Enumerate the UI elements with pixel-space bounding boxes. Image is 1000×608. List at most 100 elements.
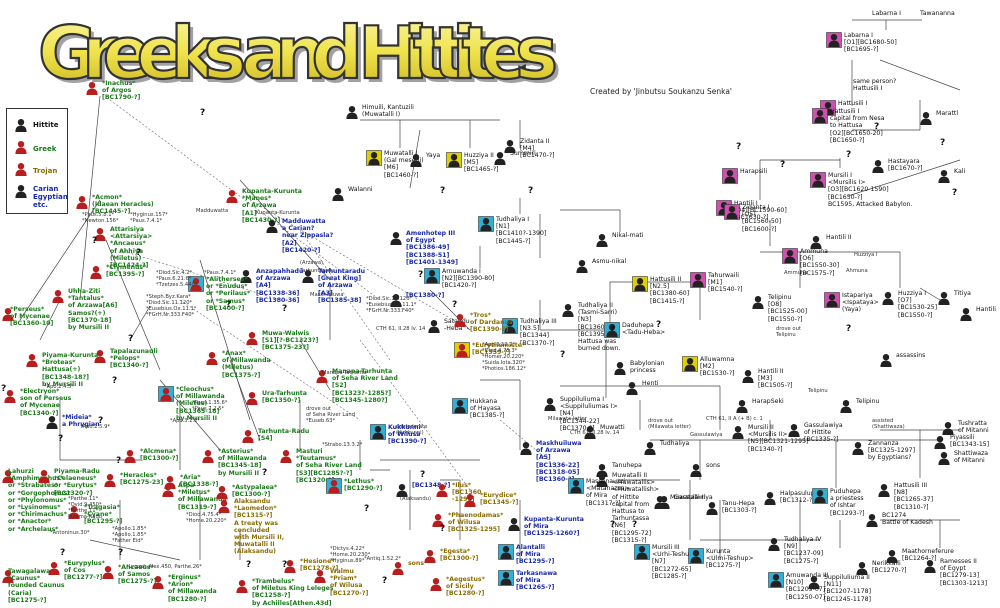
person-label: *Lethus* [BC1290-?] xyxy=(344,478,383,493)
person-icon xyxy=(940,420,956,436)
person-icon xyxy=(634,544,650,560)
person-icon xyxy=(722,168,738,184)
person-label: Harapsili xyxy=(740,168,768,175)
person-icon xyxy=(730,424,746,440)
person-icon xyxy=(312,568,328,584)
person-label: Madduwatta a Carian? near Zippasla? [A2]… xyxy=(282,218,334,254)
person-icon xyxy=(632,276,648,292)
person-label: Tudhaliya I [N1] [BC1410?-1390] [BC1445-… xyxy=(496,216,547,245)
person-label: Tawagalawa *Caunus* founded Caunus (Cari… xyxy=(8,568,65,604)
unknown-marker: ? xyxy=(200,108,206,118)
person-icon xyxy=(424,268,440,284)
source-annotation: *Diod.4.75.4* *Home.20.220* xyxy=(186,512,227,524)
source-annotation: *Apo.3.1.2* xyxy=(170,418,200,424)
person-icon xyxy=(44,414,60,430)
person-label: Lahurzi *Amphimachus* or *Strabates* or … xyxy=(8,468,71,533)
person-icon xyxy=(768,572,784,588)
person-icon xyxy=(812,488,828,504)
unknown-marker: ? xyxy=(610,520,616,530)
unknown-marker: ? xyxy=(610,324,616,334)
person-label: Piyassili [BC1343-15] xyxy=(950,434,990,449)
person-icon xyxy=(604,322,620,338)
unknown-marker: ? xyxy=(874,122,880,132)
unknown-marker: ? xyxy=(452,300,458,310)
unknown-marker: ? xyxy=(282,560,288,570)
person-icon xyxy=(24,352,40,368)
unknown-marker: ? xyxy=(736,142,742,152)
person-icon xyxy=(498,544,514,560)
source-annotation: CTH 61, II.28 Iv. 14 xyxy=(376,326,426,332)
person-label: Alantalli of Mira [BC1295-?] xyxy=(516,544,555,566)
source-annotation: Kupanta-Kurunta xyxy=(256,210,300,216)
person-label: *Cleochus* of Millawanda (Miletus) [BC13… xyxy=(176,386,225,422)
person-label: Marattl xyxy=(936,110,959,117)
person-label: [BC1348-?] xyxy=(412,482,451,489)
person-icon xyxy=(478,216,494,232)
person-label: *Ancaeus* of Samos [BC1275-?] xyxy=(118,564,157,586)
person-label: Maathorneferure [BC1264-?] xyxy=(902,548,954,563)
hittite-legend-icon xyxy=(13,117,29,133)
unknown-marker: ? xyxy=(940,138,946,148)
person-label: Nerikkaili [BC1270-?] xyxy=(872,560,907,575)
person-label: Henti xyxy=(642,380,659,387)
person-icon xyxy=(216,498,232,514)
person-icon xyxy=(426,318,442,334)
person-icon xyxy=(502,138,518,154)
person-label: Tapalazunauli *Pelops* [BC1340-?] xyxy=(110,348,158,370)
source-annotation: CTH 61, II.28 Iv. 14 xyxy=(570,430,620,436)
person-icon xyxy=(724,204,740,220)
person-label: Amenhotep III of Egypt [BC1386-49] [BC13… xyxy=(406,230,458,266)
person-icon xyxy=(864,512,880,528)
person-label: *Aria* [BC1338-?] xyxy=(180,474,219,489)
source-annotation: *Antoninus.30* xyxy=(50,530,90,536)
person-icon xyxy=(0,468,16,484)
person-icon xyxy=(422,548,438,564)
person-label: Tarhunta-Radu [S4] xyxy=(258,428,310,443)
person-icon xyxy=(214,484,230,500)
person-icon xyxy=(370,424,386,440)
person-label: *Alcmena* [BC1300-?] xyxy=(140,448,179,463)
unknown-marker: ? xyxy=(246,560,252,570)
unknown-marker: ? xyxy=(58,434,64,444)
person-icon xyxy=(224,188,240,204)
person-icon xyxy=(452,398,468,414)
person-icon xyxy=(594,232,610,248)
person-icon xyxy=(446,152,462,168)
person-label: Himuili, Kantuzili (Muwatalli I) xyxy=(362,104,414,119)
person-label: Huzziya I [O7] [BC1530-25] [BC1550-?] xyxy=(898,290,938,319)
person-label: *Astypalaea* [BC1300-?] xyxy=(232,484,278,499)
person-icon xyxy=(388,292,404,308)
person-label: Tanu-Hepa [BC1303-?] xyxy=(722,500,757,515)
person-label: *Egesta* [BC1300-?] xyxy=(440,548,479,563)
person-label: Kupanta-Kurunta *Manes* of Arzawa [A1] [… xyxy=(242,188,302,224)
person-icon xyxy=(542,396,558,412)
source-annotation: Gassulawiya xyxy=(690,432,723,438)
source-annotation: Telipinu xyxy=(808,388,828,394)
person-icon xyxy=(786,422,802,438)
person-label: BC1274 Battle of Kadesh xyxy=(882,512,933,527)
source-annotation: *Parthe.11* *Ovid.9.450* *Parthe.11* Piy… xyxy=(68,496,103,520)
source-annotation: *Apo.2.5.9* xyxy=(80,424,110,430)
person-label: Halpasulupi [BC1312-?] xyxy=(780,490,817,505)
person-label: Gassulawiya xyxy=(674,494,713,501)
person-label: Istapariya <Ispataya> (Yaya) xyxy=(842,292,879,314)
person-label: *Asterius* of Millawanda [BC1345-18] by … xyxy=(218,448,267,477)
person-icon xyxy=(574,258,590,274)
person-icon xyxy=(492,150,508,166)
person-label: Tudhaliya IV [N9] [BC1237-09] [BC1275-?] xyxy=(784,536,824,565)
source-annotation: *Diod.Sic.11.120* *Eusebius.Ox.11.1* *FG… xyxy=(366,296,417,314)
person-label: Walanni xyxy=(348,186,373,193)
legend-trojan: Trojan xyxy=(33,167,58,175)
source-annotation: Milawata letter xyxy=(548,416,587,422)
person-label: Tanuhepa xyxy=(612,462,642,469)
unknown-marker: ? xyxy=(112,376,118,386)
unknown-marker: ? xyxy=(560,350,566,360)
unknown-marker: ? xyxy=(382,576,388,586)
person-icon xyxy=(394,482,410,498)
person-icon xyxy=(158,386,174,402)
unknown-marker: ? xyxy=(440,524,446,534)
person-icon xyxy=(238,268,254,284)
unknown-marker: ? xyxy=(780,160,786,170)
person-icon xyxy=(434,482,450,498)
person-label: Hantili II [M3] [BC1505-?] xyxy=(758,368,793,390)
